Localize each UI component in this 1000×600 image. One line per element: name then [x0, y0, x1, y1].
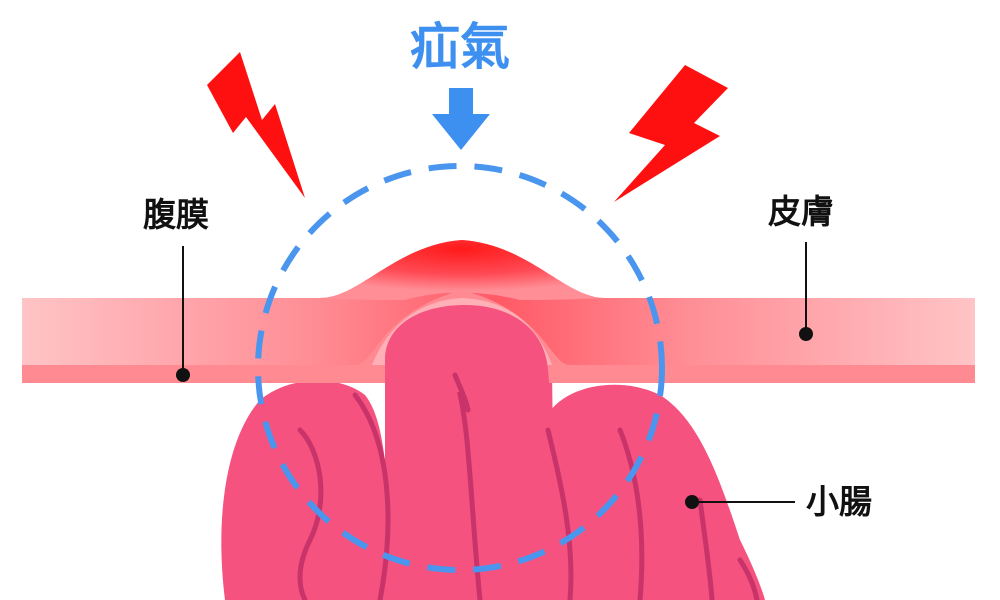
intestine-herniated-loop: [385, 305, 550, 392]
label-peritoneum: 腹膜: [143, 195, 209, 234]
hernia-highlight-circle: [255, 163, 665, 573]
peritoneum-leader: [176, 246, 190, 382]
label-skin: 皮膚: [768, 192, 834, 231]
label-small-intestine: 小腸: [806, 482, 872, 521]
diagram-title: 疝氣: [410, 18, 510, 76]
intestine-loop-right: [545, 384, 765, 600]
skin-leader: [799, 242, 813, 341]
lightning-left-icon: [207, 52, 305, 198]
intestine-leader: [685, 495, 795, 509]
lightning-right-icon: [614, 65, 728, 202]
down-arrow-icon: [432, 88, 490, 150]
intestine-loop-left: [221, 380, 390, 600]
